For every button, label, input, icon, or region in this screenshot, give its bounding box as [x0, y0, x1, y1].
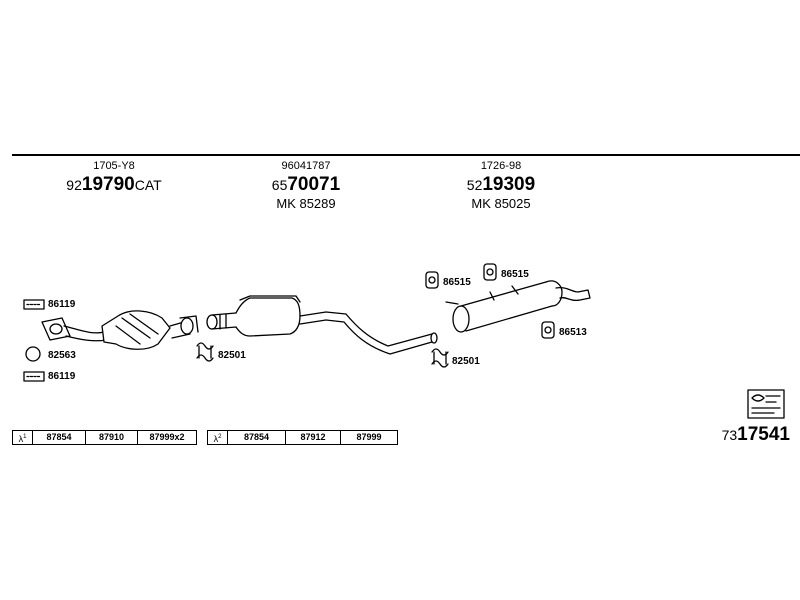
logo-icon — [747, 389, 785, 419]
hanger-icon[interactable] — [483, 263, 497, 281]
lambda-cell[interactable]: 87999 — [356, 432, 382, 442]
part-rear-silencer[interactable]: 1726-98 5219309 MK 85025 — [451, 160, 551, 211]
part-ref: 96041787 — [281, 160, 331, 172]
callout-gasket-bottom: 86119 — [48, 371, 76, 382]
part-mk: MK 85289 — [276, 196, 336, 211]
lambda-cell[interactable]: 87910 — [86, 431, 138, 444]
lambda-cell[interactable]: 87912 — [286, 431, 341, 444]
part-ref: 1726-98 — [480, 160, 522, 172]
total-kit-number[interactable]: 7317541 — [721, 424, 790, 445]
callout-clamp-rear: 82501 — [452, 356, 480, 367]
lambda-cell[interactable]: 87854 — [228, 431, 286, 444]
part-catalyst[interactable]: 1705-Y8 9219790CAT — [64, 160, 164, 195]
top-rule — [12, 154, 800, 156]
part-mk: MK 85025 — [471, 196, 531, 211]
ring-icon[interactable] — [25, 346, 41, 362]
callout-hanger-c: 86513 — [559, 327, 587, 338]
lambda-symbol: λ2 — [208, 431, 228, 444]
callout-ring: 82563 — [48, 350, 76, 361]
lambda-cell[interactable]: 87999x2 — [149, 432, 185, 442]
part-number: 5219309 — [466, 174, 536, 195]
callout-hanger-b: 86515 — [501, 269, 529, 280]
lambda-cell[interactable]: 87854 — [33, 431, 86, 444]
callout-gasket-top: 86119 — [48, 299, 76, 310]
part-ref: 1705-Y8 — [93, 160, 135, 172]
callout-hanger-a: 86515 — [443, 277, 471, 288]
clamp-icon[interactable] — [196, 342, 214, 362]
lambda-symbol: λ1 — [13, 431, 33, 444]
front-flange-icon[interactable] — [41, 317, 71, 341]
callout-clamp-front: 82501 — [218, 350, 246, 361]
part-number: 9219790CAT — [66, 174, 162, 195]
lambda-table-1: λ1 87854 87910 87999x2 — [12, 430, 197, 445]
gasket-icon[interactable] — [23, 299, 45, 310]
gasket-icon[interactable] — [23, 371, 45, 382]
part-middle-silencer[interactable]: 96041787 6570071 MK 85289 — [256, 160, 356, 211]
middle-silencer-icon[interactable] — [206, 295, 438, 355]
rear-silencer-icon[interactable] — [445, 280, 591, 333]
hanger-icon[interactable] — [541, 321, 555, 339]
lambda-table-2: λ2 87854 87912 87999 — [207, 430, 398, 445]
catalytic-converter-icon[interactable] — [63, 310, 199, 350]
hanger-icon[interactable] — [425, 271, 439, 289]
clamp-icon[interactable] — [431, 348, 449, 368]
part-number: 6570071 — [271, 174, 341, 195]
